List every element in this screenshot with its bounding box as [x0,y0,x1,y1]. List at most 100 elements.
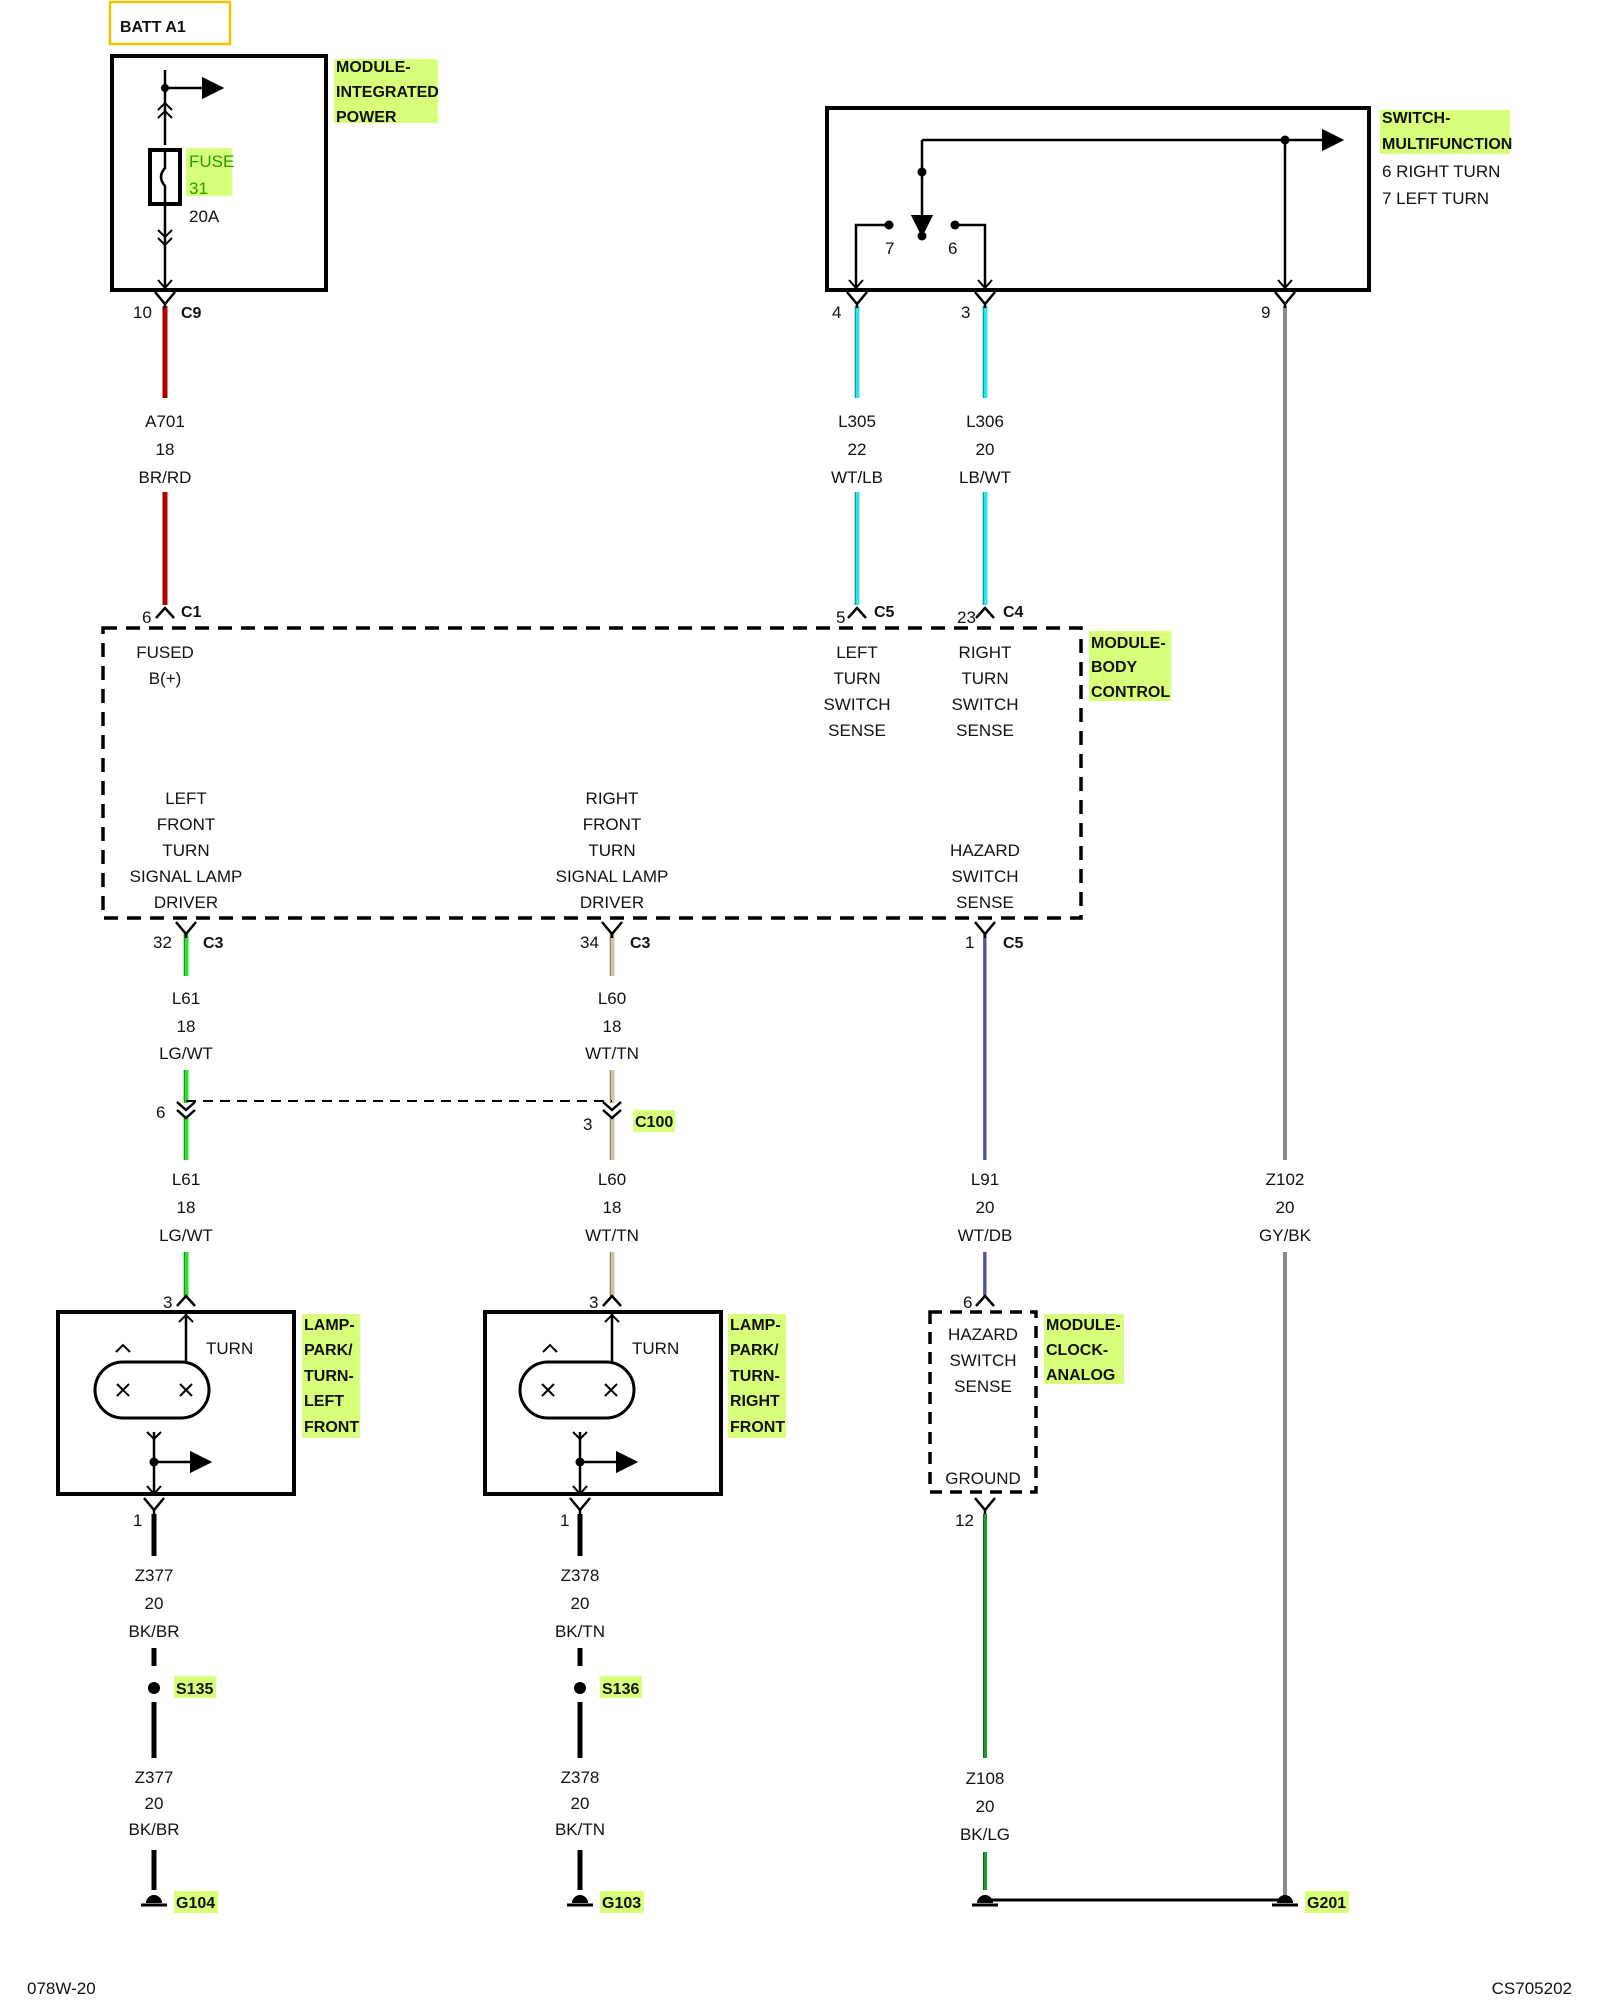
footer-right-code: CS705202 [1492,1979,1572,1998]
wire-a701-color: BR/RD [139,468,192,487]
pin-c100-right: 3 [583,1115,592,1134]
bcm-fused-2: B(+) [149,669,182,688]
connector-lamp-right-1-symbol [569,1497,591,1514]
pin-clock-6: 6 [963,1293,972,1312]
clk-title-1: MODULE- [1046,1317,1121,1334]
batt-label: BATT A1 [120,19,186,36]
bcm-lfd-4: SIGNAL LAMP [130,867,243,886]
wire-l61a-color: LG/WT [159,1044,213,1063]
lrf-title-3: TURN- [730,1368,780,1385]
bcm-lts-4: SENSE [828,721,886,740]
lrf-title-4: RIGHT [730,1393,780,1410]
pin-bcm-c4: 23 [957,608,976,627]
ground-clock-symbol [972,1895,998,1907]
pin-c100-left: 6 [156,1103,165,1122]
bcm-rfd-3: TURN [588,841,635,860]
clk-ground: GROUND [945,1469,1021,1488]
llf-title-5: FRONT [304,1419,359,1436]
contact-7-label: 7 [885,239,894,258]
splices: S135 S136 [148,1676,642,1698]
pin-bcm-c3-32: 32 [153,933,172,952]
bcm-hss-3: SENSE [956,893,1014,912]
wire-l305-circuit: L305 [838,412,876,431]
wire-z378a-circuit: Z378 [561,1566,600,1585]
bcm-lts-2: TURN [833,669,880,688]
wire-l91-color: WT/DB [958,1226,1013,1245]
clk-hss-1: HAZARD [948,1325,1018,1344]
bcm-hss-2: SWITCH [951,867,1018,886]
msw-note-right: 6 RIGHT TURN [1382,162,1500,181]
conn-bcm-c4: C4 [1003,604,1024,621]
wire-z108-circuit: Z108 [966,1769,1005,1788]
wire-z108-color: BK/LG [960,1825,1010,1844]
bcm-lfd-1: LEFT [165,789,207,808]
wire-z378b-color: BK/TN [555,1820,605,1839]
bcm-lts-3: SWITCH [823,695,890,714]
wire-z108-gauge: 20 [976,1797,995,1816]
llf-title-2: PARK/ [304,1342,353,1359]
connector-msw-3-symbol [974,291,996,308]
wire-a701-circuit: A701 [145,412,185,431]
pin-lamp-left-1: 1 [133,1511,142,1530]
wire-l61b-color: LG/WT [159,1226,213,1245]
wire-z102-gauge: 20 [1276,1198,1295,1217]
wire-z378a-gauge: 20 [571,1594,590,1613]
clk-hss-3: SENSE [954,1377,1012,1396]
clk-title-3: ANALOG [1046,1367,1115,1384]
wire-l91-circuit: L91 [971,1170,999,1189]
llf-title-3: TURN- [304,1368,354,1385]
pin-lamp-right-3: 3 [589,1293,598,1312]
connector-bcm-c5-bottom-symbol [974,921,996,938]
clk-title-2: CLOCK- [1046,1342,1108,1359]
msw-title-1: SWITCH- [1382,110,1450,127]
connector-c100-left-symbol [176,1101,196,1120]
clock-module: MODULE- CLOCK- ANALOG HAZARD SWITCH SENS… [928,1310,1124,1494]
body-control-module: MODULE- BODY CONTROL FUSED B(+) LEFT TUR… [101,626,1171,920]
pin-msw-4: 4 [832,303,841,322]
splice-s136-label: S136 [602,1681,639,1698]
ground-g103-symbol [567,1895,593,1907]
pin-bcm-c5-bottom: 1 [965,933,974,952]
clk-hss-2: SWITCH [949,1351,1016,1370]
connector-bcm-c4-symbol [975,606,995,619]
wire-z378b-gauge: 20 [571,1794,590,1813]
wire-l61b-gauge: 18 [177,1198,196,1217]
wire-z377a-gauge: 20 [145,1594,164,1613]
connector-bcm-c1-symbol [155,606,175,619]
connector-bcm-c3-32-symbol [175,921,197,938]
bcm-title-3: CONTROL [1091,684,1170,701]
wire-l306-gauge: 20 [976,440,995,459]
wire-z377b-gauge: 20 [145,1794,164,1813]
splice-s135-dot [148,1682,160,1694]
conn-bcm-c5-bottom: C5 [1003,935,1024,952]
bcm-rfd-1: RIGHT [586,789,639,808]
lrf-turn-label: TURN [632,1339,679,1358]
wire-l60a-gauge: 18 [603,1017,622,1036]
bcm-rts-4: SENSE [956,721,1014,740]
connector-symbols [143,291,1296,1514]
ipm-title-2: INTEGRATED [336,84,439,101]
lrf-title-2: PARK/ [730,1342,779,1359]
fuse-label: FUSE [189,152,234,171]
llf-turn-label: TURN [206,1339,253,1358]
batt-label-frame [108,0,232,46]
bcm-rts-3: SWITCH [951,695,1018,714]
connector-bcm-c5-top-symbol [847,606,867,619]
ipm-title-3: POWER [336,109,397,126]
wire-z378a-color: BK/TN [555,1622,605,1641]
wire-l61a-gauge: 18 [177,1017,196,1036]
bcm-lfd-2: FRONT [157,815,216,834]
llf-title-4: LEFT [304,1393,344,1410]
wire-z377a-color: BK/BR [128,1622,179,1641]
conn-c100: C100 [635,1114,673,1131]
pin-bcm-c5-top: 5 [836,608,845,627]
multifunction-switch: SWITCH- MULTIFUNCTION 6 RIGHT TURN 7 LEF… [825,106,1512,292]
bcm-fused-1: FUSED [136,643,194,662]
connector-lamp-left-3-symbol [176,1294,196,1307]
conn-bcm-c3-32: C3 [203,935,224,952]
conn-ipm-c9: C9 [181,305,202,322]
conn-bcm-c1: C1 [181,604,202,621]
wire-z102-circuit: Z102 [1266,1170,1305,1189]
wire-l60b-gauge: 18 [603,1198,622,1217]
